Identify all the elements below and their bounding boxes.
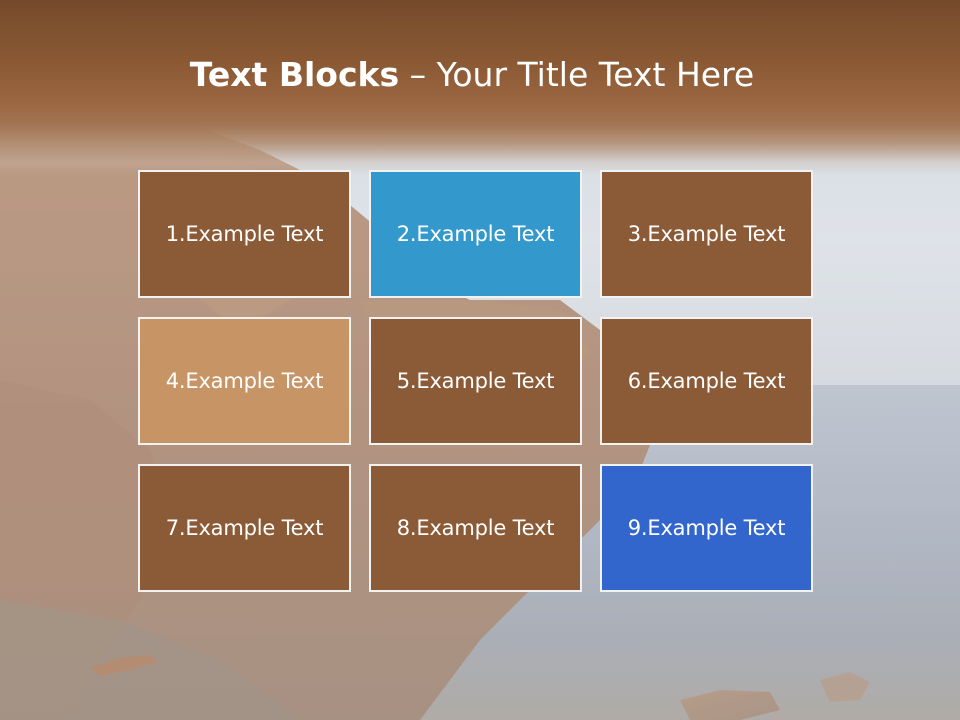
text-block-6[interactable]: 6.Example Text [600,317,813,445]
text-block-1[interactable]: 1.Example Text [138,170,351,298]
text-block-8[interactable]: 8.Example Text [369,464,582,592]
text-block-label: 6.Example Text [627,369,786,393]
title-bold-part: Text Blocks [189,55,400,94]
text-block-label: 9.Example Text [627,516,786,540]
text-block-label: 2.Example Text [396,222,555,246]
text-block-label: 1.Example Text [165,222,324,246]
text-block-label: 8.Example Text [396,516,555,540]
text-block-label: 3.Example Text [627,222,786,246]
text-block-9[interactable]: 9.Example Text [600,464,813,592]
title-rest-part: – Your Title Text Here [399,55,755,94]
text-block-5[interactable]: 5.Example Text [369,317,582,445]
text-block-label: 5.Example Text [396,369,555,393]
text-blocks-grid: 1.Example Text 2.Example Text 3.Example … [138,170,816,594]
text-block-label: 4.Example Text [165,369,324,393]
text-block-3[interactable]: 3.Example Text [600,170,813,298]
text-block-2[interactable]: 2.Example Text [369,170,582,298]
text-block-7[interactable]: 7.Example Text [138,464,351,592]
text-block-label: 7.Example Text [165,516,324,540]
text-block-4[interactable]: 4.Example Text [138,317,351,445]
slide-title: Text Blocks – Your Title Text Here [0,52,944,98]
title-band [0,0,960,175]
